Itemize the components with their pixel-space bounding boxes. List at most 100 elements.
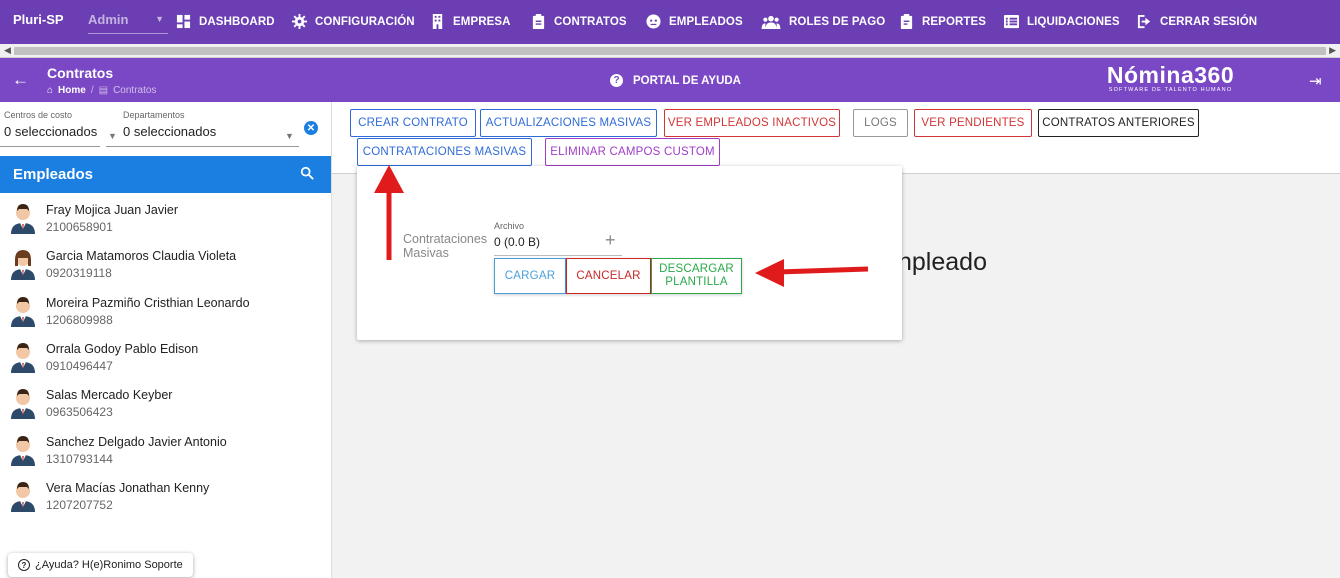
pending-button[interactable]: VER PENDIENTES xyxy=(914,109,1032,137)
divider xyxy=(494,255,622,256)
chevron-down-icon: ▼ xyxy=(155,14,164,24)
chevron-down-icon[interactable]: ▼ xyxy=(285,131,294,141)
people-icon xyxy=(761,15,781,29)
logs-button[interactable]: LOGS xyxy=(853,109,908,137)
nav-contratos[interactable]: CONTRATOS xyxy=(531,14,627,29)
nav-label: DASHBOARD xyxy=(199,15,275,28)
face-icon xyxy=(646,14,661,29)
employee-list-item[interactable]: Fray Mojica Juan Javier 2100658901 xyxy=(0,193,331,239)
gear-icon xyxy=(292,14,307,29)
company-name[interactable]: Pluri-SP xyxy=(13,12,64,27)
help-portal-link[interactable]: ? PORTAL DE AYUDA xyxy=(610,74,741,87)
page-title: Contratos xyxy=(47,65,114,81)
help-portal-label: PORTAL DE AYUDA xyxy=(633,74,741,87)
page-header: ← Contratos ⌂ Home / ▤ Contratos ? PORTA… xyxy=(0,58,1340,102)
department-filter[interactable]: Departamentos 0 seleccionados xyxy=(123,110,216,139)
clear-filter-icon[interactable]: ✕ xyxy=(304,121,318,135)
home-icon: ⌂ xyxy=(47,85,54,96)
nav-cerrar-sesion[interactable]: CERRAR SESIÓN xyxy=(1137,14,1257,29)
employees-title: Empleados xyxy=(13,166,94,183)
breadcrumb-home[interactable]: Home xyxy=(58,85,86,96)
logo-text: Nómina360 xyxy=(1106,62,1235,88)
scrollbar-thumb[interactable] xyxy=(14,47,1326,55)
logout-icon xyxy=(1137,14,1151,29)
delete-custom-fields-button[interactable]: ELIMINAR CAMPOS CUSTOM xyxy=(545,138,720,166)
breadcrumb-current: Contratos xyxy=(113,85,157,96)
employee-id: 0963506423 xyxy=(46,405,113,420)
document-icon: ▤ xyxy=(98,85,109,96)
avatar-icon xyxy=(11,296,35,327)
list-icon xyxy=(1004,14,1019,29)
back-arrow-icon[interactable]: ← xyxy=(12,70,29,89)
exit-icon[interactable]: ⇥ xyxy=(1309,73,1322,90)
nav-empleados[interactable]: EMPLEADOS xyxy=(646,14,743,29)
cancel-button[interactable]: CANCELAR xyxy=(566,258,651,294)
add-file-icon[interactable]: + xyxy=(605,230,616,250)
employee-id: 1206809988 xyxy=(46,312,113,327)
bulk-updates-button[interactable]: ACTUALIZACIONES MASIVAS xyxy=(480,109,657,137)
nav-liquidaciones[interactable]: LIQUIDACIONES xyxy=(1004,14,1120,29)
dashboard-icon xyxy=(176,14,191,29)
nav-label: LIQUIDACIONES xyxy=(1027,15,1120,28)
avatar-icon xyxy=(11,481,35,512)
inactive-employees-button[interactable]: VER EMPLEADOS INACTIVOS xyxy=(664,109,840,137)
employee-name: Orrala Godoy Pablo Edison xyxy=(46,341,199,356)
nav-configuracion[interactable]: CONFIGURACIÓN xyxy=(292,14,415,29)
avatar-icon xyxy=(11,342,35,373)
role-value: Admin xyxy=(88,12,129,27)
scroll-left-icon[interactable]: ◀ xyxy=(4,45,11,55)
help-icon: ? xyxy=(610,74,623,87)
nav-label: REPORTES xyxy=(922,15,987,28)
file-value: 0 (0.0 B) xyxy=(494,235,541,249)
nav-reportes[interactable]: REPORTES xyxy=(899,14,986,29)
employee-list-item[interactable]: Moreira Pazmiño Cristhian Leonardo 120680… xyxy=(0,286,331,332)
nav-dashboard[interactable]: DASHBOARD xyxy=(176,14,275,29)
create-contract-button[interactable]: CREAR CONTRATO xyxy=(350,109,476,137)
employee-name: Moreira Pazmiño Cristhian Leonardo xyxy=(46,295,250,310)
help-icon: ? xyxy=(18,559,30,571)
employees-header: Empleados xyxy=(0,156,331,193)
background-heading: npleado xyxy=(898,248,987,276)
previous-contracts-button[interactable]: CONTRATOS ANTERIORES xyxy=(1038,109,1199,137)
employee-id: 1310793144 xyxy=(46,451,113,466)
upload-button[interactable]: CARGAR xyxy=(494,258,566,294)
brand-logo: Nómina360 SOFTWARE DE TALENTO HUMANO xyxy=(1098,62,1243,93)
nav-label: CONFIGURACIÓN xyxy=(315,15,415,28)
role-select[interactable]: Admin ▼ xyxy=(88,12,168,34)
filter-label: Centros de costo xyxy=(4,110,73,120)
nav-label: EMPRESA xyxy=(453,15,511,28)
logo-tagline: SOFTWARE DE TALENTO HUMANO xyxy=(1108,87,1233,93)
card-title: Contrataciones Masivas xyxy=(403,232,488,260)
employee-id: 0920319118 xyxy=(46,266,112,281)
nav-label: ROLES DE PAGO xyxy=(789,15,886,28)
horizontal-scrollbar[interactable]: ◀ ▶ xyxy=(0,44,1340,58)
nav-empresa[interactable]: EMPRESA xyxy=(430,14,511,29)
nav-roles-de-pago[interactable]: ROLES DE PAGO xyxy=(761,14,885,29)
bulk-hiring-card: Contrataciones Masivas Archivo 0 (0.0 B)… xyxy=(357,166,902,340)
file-label: Archivo xyxy=(494,221,525,231)
scroll-right-icon[interactable]: ▶ xyxy=(1329,45,1336,55)
search-icon[interactable] xyxy=(300,166,314,180)
chevron-down-icon[interactable]: ▼ xyxy=(108,131,117,141)
nav-label: EMPLEADOS xyxy=(669,15,743,28)
divider xyxy=(106,146,299,147)
help-chat-label: ¿Ayuda? H(e)Ronimo Soporte xyxy=(35,559,183,571)
employee-id: 2100658901 xyxy=(46,220,113,234)
employee-list-item[interactable]: Vera Macías Jonathan Kenny 1207207752 xyxy=(0,471,331,517)
filter-label: Departamentos xyxy=(123,110,185,120)
employee-name: Fray Mojica Juan Javier xyxy=(46,203,178,217)
help-chat-button[interactable]: ? ¿Ayuda? H(e)Ronimo Soporte xyxy=(8,553,193,577)
avatar-icon xyxy=(11,435,35,466)
download-template-button[interactable]: DESCARGAR PLANTILLA xyxy=(651,258,742,294)
filter-value: 0 seleccionados xyxy=(4,124,98,139)
divider xyxy=(0,146,100,147)
nav-label: CERRAR SESIÓN xyxy=(1160,15,1258,28)
bulk-hiring-button[interactable]: CONTRATACIONES MASIVAS xyxy=(357,138,532,166)
employee-id: 1207207752 xyxy=(46,497,113,512)
employee-name: Vera Macías Jonathan Kenny xyxy=(46,480,210,495)
cost-center-filter[interactable]: Centros de costo 0 seleccionados xyxy=(4,110,97,139)
